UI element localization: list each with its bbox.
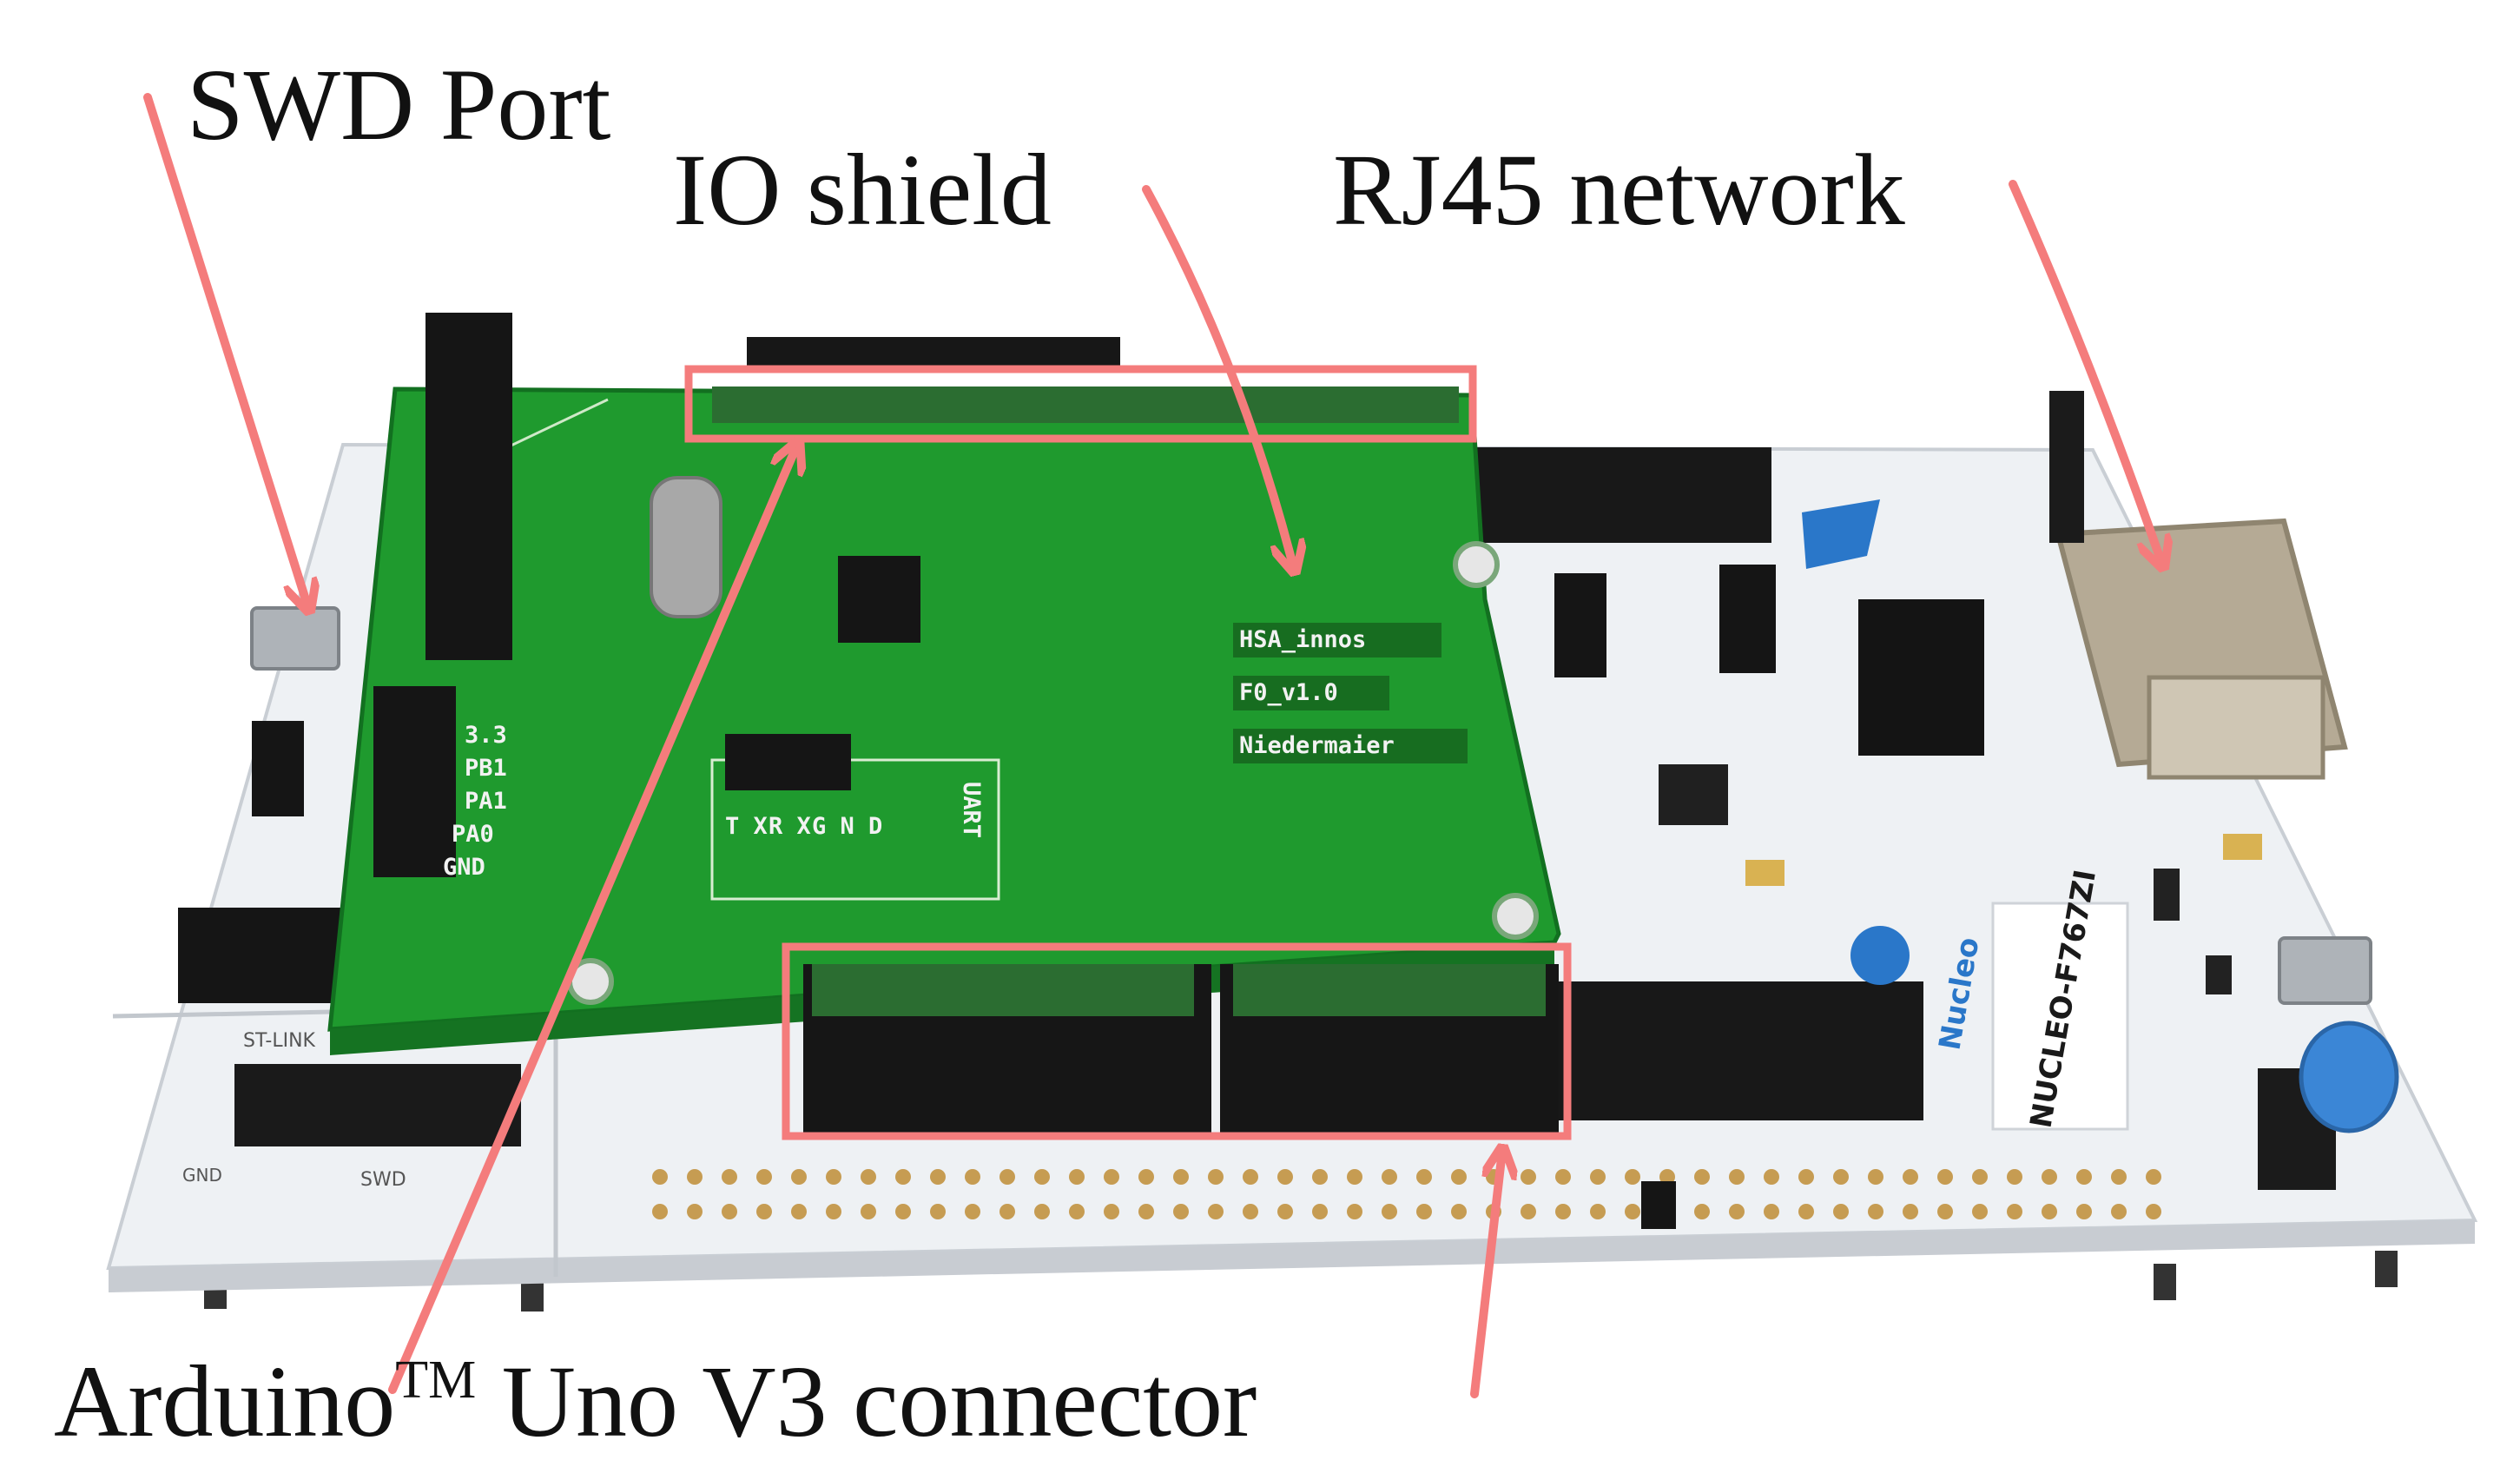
pin-label-pa1: PA1 <box>465 788 507 815</box>
swd-port-label: SWD Port <box>187 48 611 162</box>
arduino-connector-label: ArduinoTM Uno V3 connector <box>54 1351 1257 1453</box>
rj45-jack <box>2049 391 2348 780</box>
crystal-oscillator <box>650 476 722 618</box>
swd-port-arrow <box>143 93 308 608</box>
shield-silk-line3: Niedermaier <box>1239 732 1395 759</box>
morpho-pin-row <box>652 1169 2161 1219</box>
pin-label-pb1: PB1 <box>465 755 507 782</box>
uart-pin-gnd: G N D <box>812 813 882 840</box>
user-button-cap <box>2299 1021 2399 1133</box>
arduino-arrow-right <box>1470 1151 1502 1398</box>
uart-title: UART <box>958 782 985 838</box>
uart-pin-tx: T X <box>725 813 768 840</box>
io-shield-label: IO shield <box>673 133 1052 247</box>
ethernet-transformer <box>1858 599 1984 756</box>
swd-silk-text: SWD <box>360 1169 406 1191</box>
uart-pin-rx: R X <box>769 813 811 840</box>
pin-label-3v3: 3.3 <box>465 722 507 749</box>
io-shield-highlight-box <box>684 365 1477 443</box>
gnd-silk-text: GND <box>182 1165 222 1186</box>
trademark-mark: TM <box>395 1351 477 1410</box>
pin-label-pa0: PA0 <box>452 821 494 848</box>
rj45-network-label: RJ45 network <box>1333 133 1905 247</box>
pin-label-gnd: GND <box>443 854 485 881</box>
shield-silk-line2: F0_v1.0 <box>1239 679 1338 706</box>
rj45-arrow <box>2009 180 2162 565</box>
shield-silk-line1: HSA_innos <box>1239 626 1366 653</box>
stlink-silk-text: ST-LINK <box>243 1030 316 1052</box>
arduino-arrow-left <box>388 445 797 1394</box>
st-logo-icon <box>1802 499 1880 569</box>
arduino-headers <box>803 964 1559 1133</box>
arduino-prefix: Arduino <box>54 1345 396 1458</box>
io-shield-top-header <box>712 337 1459 423</box>
arduino-suffix: Uno V3 connector <box>476 1345 1257 1458</box>
arduino-connector-highlight-box <box>782 942 1572 1140</box>
shield-ic <box>838 556 920 643</box>
annotation-arrows <box>143 93 2162 1398</box>
nucleo-logo-icon <box>1850 926 1910 985</box>
st-link-usb-port <box>250 606 340 671</box>
user-usb-port <box>2278 936 2372 1005</box>
io-shield-arrow <box>1142 185 1294 569</box>
